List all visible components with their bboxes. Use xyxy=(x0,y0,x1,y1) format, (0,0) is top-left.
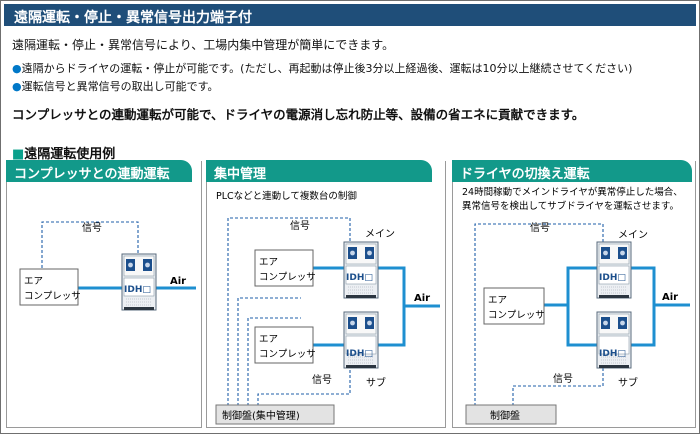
panel-header: コンプレッサとの連動運転 xyxy=(6,160,192,182)
control-panel-box xyxy=(215,404,335,425)
compressor-label: エア xyxy=(259,257,278,268)
dryer-model-label: IDH□ xyxy=(599,273,626,283)
dryer-model-label: IDH□ xyxy=(599,349,626,359)
signal-line xyxy=(474,223,604,406)
compressor-label: エア xyxy=(259,334,278,345)
signal-line xyxy=(41,221,139,268)
panel-central-control: 集中管理 xyxy=(206,160,446,428)
bullet-text: 遠隔からドライヤの運転・停止が可能です。(ただし、再起動は停止後3分以上経過後、… xyxy=(21,62,633,75)
main-label: メイン xyxy=(365,229,395,240)
panel-linked-operation: コンプレッサとの連動運転 xyxy=(6,160,202,428)
air-compressor-box xyxy=(254,326,314,364)
signal-label: 信号 xyxy=(82,222,102,234)
air-label: Air xyxy=(662,292,678,303)
panel-title: コンプレッサとの連動運転 xyxy=(14,167,170,182)
bullet-icon: ● xyxy=(12,62,22,75)
dryer-unit xyxy=(121,253,157,311)
bullet-icon: ● xyxy=(12,80,22,93)
dryer-unit-sub xyxy=(343,311,379,369)
control-panel-label: 制御盤(集中管理) xyxy=(222,409,300,422)
air-compressor-box xyxy=(483,287,545,325)
signal-line xyxy=(227,217,351,406)
dryer-model-label: IDH□ xyxy=(346,349,373,359)
air-compressor-box xyxy=(254,249,314,287)
compressor-label: エア xyxy=(24,276,43,287)
control-panel-label: 制御盤 xyxy=(490,409,520,422)
dryer-unit-sub xyxy=(596,311,632,369)
air-compressor-box xyxy=(19,268,79,306)
signal-label: 信号 xyxy=(290,220,310,232)
square-icon: ■ xyxy=(12,147,25,162)
compressor-label: コンプレッサ xyxy=(24,291,81,302)
panel-note: 異常信号を検出してサブドライヤを運転させます。 xyxy=(462,200,679,212)
dryer-model-label: IDH□ xyxy=(124,285,151,295)
panel-title: ドライヤの切換え運転 xyxy=(460,167,590,182)
energy-saving-statement: コンプレッサとの連動運転が可能で、ドライヤの電源消し忘れ防止等、設備の省エネに貢… xyxy=(12,107,585,122)
panel-header: 集中管理 xyxy=(206,160,432,182)
control-panel-box xyxy=(465,404,557,425)
dryer-unit-main xyxy=(596,241,632,299)
signal-label: 信号 xyxy=(530,222,550,234)
compressor-label: エア xyxy=(488,295,507,306)
compressor-label: コンプレッサ xyxy=(488,310,545,321)
bullet-item: ●遠隔からドライヤの運転・停止が可能です。(ただし、再起動は停止後3分以上経過後… xyxy=(12,60,632,76)
example-heading: ■遠隔運転使用例 xyxy=(12,143,115,162)
page-title: 遠隔運転・停止・異常信号出力端子付 xyxy=(14,10,252,26)
air-pipe xyxy=(544,266,690,347)
sub-label: サブ xyxy=(366,376,386,389)
air-label: Air xyxy=(414,293,430,304)
compressor-label: コンプレッサ xyxy=(259,349,316,360)
title-banner: 遠隔運転・停止・異常信号出力端子付 xyxy=(4,4,696,26)
panel-note: PLCなどと連動して複数台の制御 xyxy=(216,190,357,202)
compressor-label: コンプレッサ xyxy=(259,272,316,283)
panel-header: ドライヤの切換え運転 xyxy=(452,160,692,182)
signal-label: 信号 xyxy=(553,373,573,385)
dryer-model-label: IDH□ xyxy=(346,273,373,283)
main-label: メイン xyxy=(618,230,648,241)
sub-label: サブ xyxy=(618,376,638,389)
air-label: Air xyxy=(170,276,186,287)
signal-label: 信号 xyxy=(312,374,332,386)
panel-note: 24時間稼動でメインドライヤが異常停止した場合、 xyxy=(462,186,683,198)
intro-line: 遠隔運転・停止・異常信号により、工場内集中管理が簡単にできます。 xyxy=(12,38,395,52)
bullet-text: 運転信号と異常信号の取出し可能です。 xyxy=(21,80,219,93)
bullet-item: ●運転信号と異常信号の取出し可能です。 xyxy=(12,78,219,94)
panel-title: 集中管理 xyxy=(214,167,267,182)
example-heading-text: 遠隔運転使用例 xyxy=(24,147,116,162)
air-pipe xyxy=(313,266,440,347)
dryer-unit-main xyxy=(343,241,379,299)
